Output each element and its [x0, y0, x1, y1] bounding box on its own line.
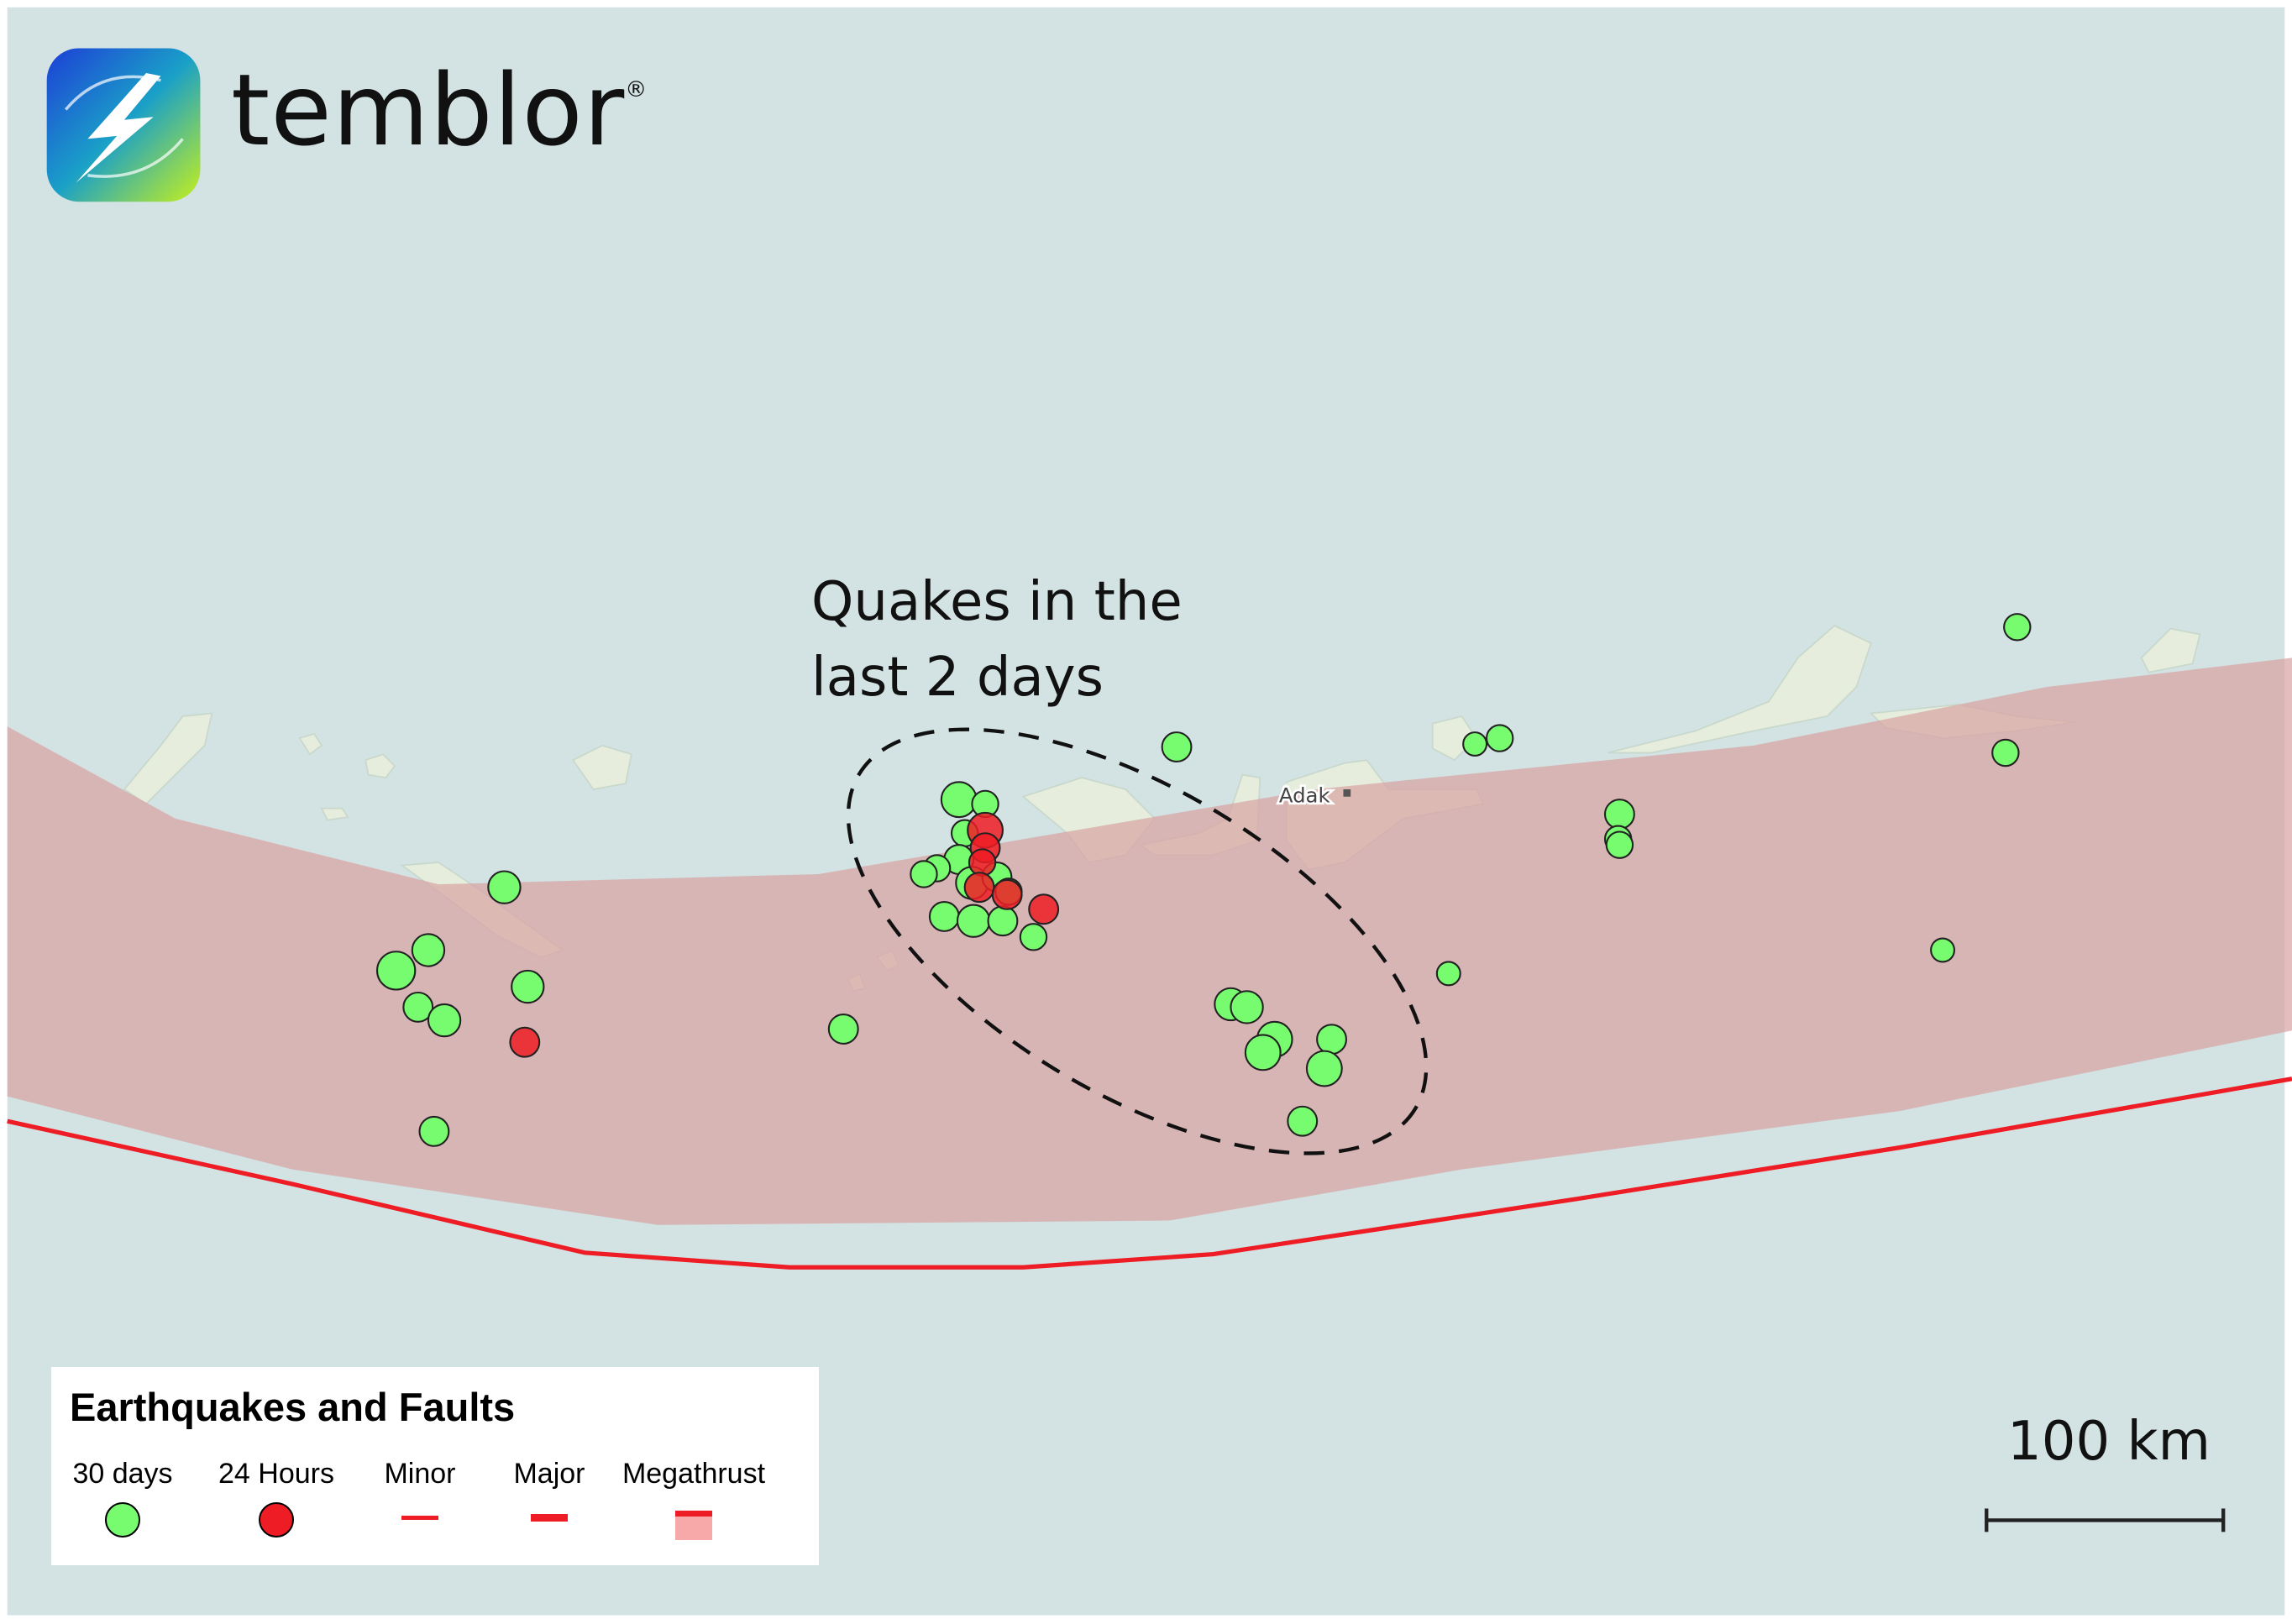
megathrust-icon — [675, 1511, 712, 1540]
legend: Earthquakes and Faults 30 days 24 Hours … — [51, 1367, 819, 1565]
logo-name: temblor — [231, 52, 626, 168]
earthquake-30-days[interactable] — [1462, 731, 1488, 757]
green-circle-icon — [105, 1502, 140, 1538]
earthquake-24-hours[interactable] — [509, 1026, 541, 1058]
earthquake-30-days[interactable] — [1019, 923, 1048, 951]
earthquake-30-days[interactable] — [1485, 724, 1514, 752]
minor-fault-icon — [401, 1516, 438, 1520]
earthquake-30-days[interactable] — [987, 905, 1019, 937]
town-marker-icon — [1343, 789, 1351, 797]
legend-item-megathrust: Megathrust — [610, 1458, 778, 1540]
megathrust-fault-line — [7, 1077, 2292, 1270]
annotation: Quakes in the last 2 days — [811, 564, 1183, 715]
earthquake-30-days[interactable] — [928, 901, 960, 932]
legend-title: Earthquakes and Faults — [70, 1385, 516, 1429]
legend-item-30-days: 30 days — [47, 1458, 198, 1538]
earthquake-30-days[interactable] — [2003, 613, 2032, 642]
legend-item-24-hours: 24 Hours — [201, 1458, 352, 1538]
annotation-line-1: Quakes in the — [811, 571, 1183, 633]
earthquake-30-days[interactable] — [402, 991, 434, 1023]
earthquake-30-days[interactable] — [1230, 990, 1264, 1024]
temblor-logo-text: temblor® — [231, 52, 648, 168]
earthquake-30-days[interactable] — [1305, 1050, 1343, 1087]
megathrust-zone — [7, 657, 2292, 1225]
earthquake-30-days[interactable] — [1287, 1105, 1319, 1137]
earthquake-30-days[interactable] — [1161, 731, 1193, 762]
earthquake-30-days[interactable] — [411, 933, 446, 967]
legend-label: Minor — [384, 1458, 456, 1490]
earthquake-30-days[interactable] — [1435, 961, 1461, 987]
earthquake-30-days[interactable] — [1930, 937, 1956, 963]
legend-item-minor: Minor — [344, 1458, 496, 1520]
earthquake-markers — [375, 613, 2032, 1147]
registered-mark: ® — [625, 77, 648, 102]
earthquake-24-hours[interactable] — [1028, 893, 1060, 925]
legend-label: Major — [513, 1458, 585, 1490]
legend-item-major: Major — [474, 1458, 625, 1522]
annotation-line-2: last 2 days — [811, 647, 1104, 709]
legend-label: 30 days — [72, 1458, 173, 1490]
earthquake-30-days[interactable] — [827, 1014, 859, 1045]
earthquake-30-days[interactable] — [1244, 1034, 1282, 1071]
earthquake-24-hours[interactable] — [963, 872, 995, 904]
scale-bar-label: 100 km — [2007, 1411, 2211, 1473]
earthquake-30-days[interactable] — [1991, 738, 2020, 767]
earthquake-30-days[interactable] — [418, 1115, 450, 1147]
earthquake-30-days[interactable] — [1603, 799, 1635, 830]
earthquake-30-days[interactable] — [487, 870, 522, 904]
earthquake-30-days[interactable] — [427, 1003, 462, 1038]
red-circle-icon — [259, 1502, 294, 1538]
earthquake-30-days[interactable] — [375, 951, 417, 991]
earthquake-30-days[interactable] — [940, 781, 978, 819]
place-label-adak: Adak — [1279, 783, 1331, 808]
earthquake-30-days[interactable] — [956, 904, 991, 938]
highlight-ellipse — [846, 727, 1429, 1155]
earthquake-30-days[interactable] — [1605, 830, 1634, 859]
earthquake-24-hours[interactable] — [968, 848, 997, 877]
legend-label: 24 Hours — [218, 1458, 334, 1490]
earthquake-30-days[interactable] — [910, 860, 938, 888]
earthquake-30-days[interactable] — [1316, 1024, 1347, 1056]
temblor-logo-icon — [46, 48, 201, 202]
major-fault-icon — [531, 1514, 568, 1522]
earthquake-30-days[interactable] — [511, 969, 545, 1004]
earthquake-24-hours[interactable] — [991, 878, 1023, 910]
legend-label: Megathrust — [622, 1458, 766, 1490]
